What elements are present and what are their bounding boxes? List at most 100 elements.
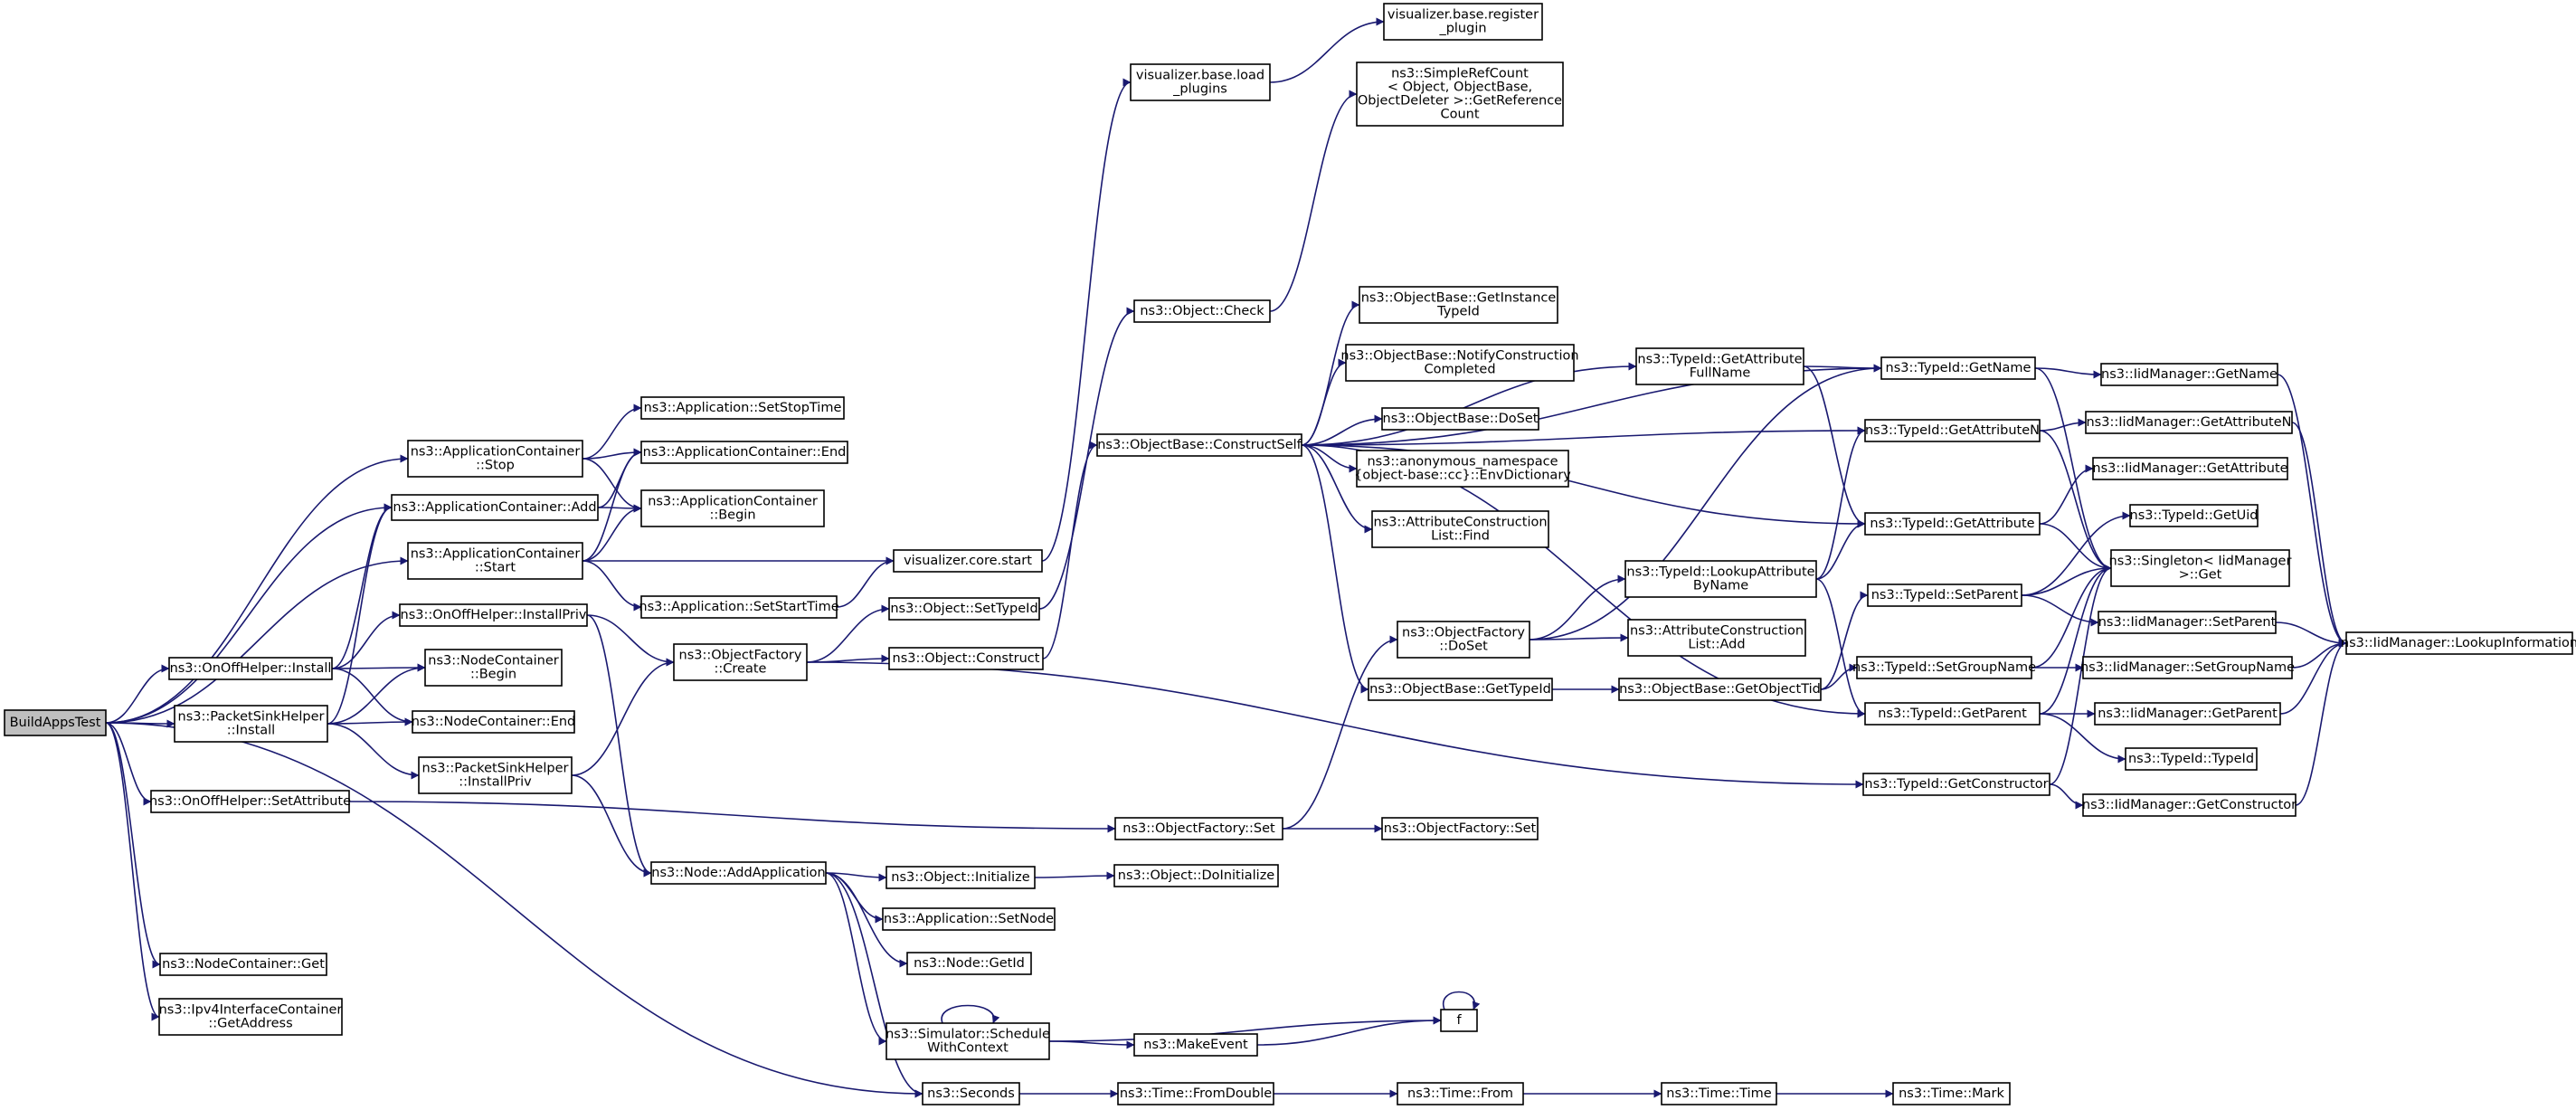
node-box — [1114, 817, 1283, 840]
node-make-event[interactable]: ns3::MakeEvent — [1133, 1033, 1258, 1057]
node-ob-doset[interactable]: ns3::ObjectBase::DoSet — [1381, 407, 1539, 431]
node-of-create[interactable]: ns3::ObjectFactory::Create — [673, 643, 808, 681]
node-psh-install[interactable]: ns3::PacketSinkHelper::Install — [174, 705, 328, 743]
node-f[interactable]: f — [1440, 1009, 1478, 1032]
node-vis-base-register[interactable]: visualizer.base.register_plugin — [1383, 3, 1543, 41]
node-vis-base-load[interactable]: visualizer.base.load_plugins — [1130, 63, 1271, 101]
node-of-set2[interactable]: ns3::ObjectFactory::Set — [1381, 817, 1539, 840]
edge-psh-installpriv-to-node-addapp — [571, 774, 652, 878]
node-nc-get[interactable]: ns3::NodeContainer::Get — [159, 953, 327, 976]
node-label: _plugins — [1172, 82, 1227, 97]
node-node-addapp[interactable]: ns3::Node::AddApplication — [650, 861, 827, 885]
node-obj-initialize[interactable]: ns3::Object::Initialize — [886, 866, 1036, 889]
node-tid-getattrn[interactable]: ns3::TypeId::GetAttributeN — [1864, 419, 2041, 442]
node-app-setnode[interactable]: ns3::Application::SetNode — [882, 907, 1056, 931]
node-app-setstarttime[interactable]: ns3::Application::SetStartTime — [639, 595, 839, 619]
node-time-from[interactable]: ns3::Time::From — [1397, 1082, 1524, 1105]
node-label: ns3::Application::SetNode — [884, 912, 1054, 926]
node-node-getid[interactable]: ns3::Node::GetId — [906, 952, 1032, 975]
node-iid-getname[interactable]: ns3::IidManager::GetName — [2100, 363, 2278, 386]
node-iid-getattrn[interactable]: ns3::IidManager::GetAttributeN — [2085, 411, 2293, 434]
node-tid-setgroupname[interactable]: ns3::TypeId::SetGroupName — [1852, 656, 2036, 679]
node-label: < Object, ObjectBase, — [1387, 81, 1532, 95]
node-tid-getparent[interactable]: ns3::TypeId::GetParent — [1864, 702, 2041, 726]
node-box — [1381, 817, 1539, 840]
node-iid-getparent[interactable]: ns3::IidManager::GetParent — [2094, 702, 2281, 726]
node-ac-stop[interactable]: ns3::ApplicationContainer::Stop — [407, 440, 583, 478]
node-app-setstoptime[interactable]: ns3::Application::SetStopTime — [640, 396, 845, 420]
node-onoff-installpriv[interactable]: ns3::OnOffHelper::InstallPriv — [399, 603, 588, 627]
node-label: ns3::AttributeConstruction — [1630, 624, 1804, 639]
node-onoff-install[interactable]: ns3::OnOffHelper::Install — [168, 657, 333, 680]
node-ac-end[interactable]: ns3::ApplicationContainer::End — [640, 441, 848, 464]
node-label: ns3::ObjectBase::GetInstance — [1361, 291, 1557, 306]
node-obj-settypeid[interactable]: ns3::Object::SetTypeId — [888, 597, 1040, 621]
node-obj-construct[interactable]: ns3::Object::Construct — [888, 647, 1044, 670]
node-nc-end[interactable]: ns3::NodeContainer::End — [412, 710, 576, 734]
node-ob-gettypeid[interactable]: ns3::ObjectBase::GetTypeId — [1368, 678, 1553, 701]
node-tid-getattr[interactable]: ns3::TypeId::GetAttribute — [1864, 512, 2041, 536]
node-box — [150, 790, 350, 813]
node-obj-check[interactable]: ns3::Object::Check — [1133, 299, 1271, 323]
node-label: ns3::ApplicationContainer — [648, 495, 818, 509]
node-ac-add[interactable]: ns3::ApplicationContainer::Add — [391, 494, 599, 521]
node-of-set[interactable]: ns3::ObjectFactory::Set — [1114, 817, 1283, 840]
node-tid-getname[interactable]: ns3::TypeId::GetName — [1880, 356, 2036, 380]
node-label: ns3::Time::Mark — [1899, 1086, 2004, 1101]
node-label: ::GetAddress — [208, 1017, 292, 1031]
edge-root-to-seconds — [105, 722, 923, 1098]
node-iid-lookupinfo[interactable]: ns3::IidManager::LookupInformation — [2341, 631, 2576, 655]
node-ob-constructself[interactable]: ns3::ObjectBase::ConstructSelf — [1096, 433, 1302, 457]
node-vis-core-start[interactable]: visualizer.core.start — [893, 549, 1043, 573]
node-tid-getconstructor[interactable]: ns3::TypeId::GetConstructor — [1862, 773, 2050, 796]
edge-tid-setparent-to-iid-setparent — [2021, 594, 2099, 627]
node-psh-installpriv[interactable]: ns3::PacketSinkHelper::InstallPriv — [418, 756, 573, 794]
node-iid-setparent[interactable]: ns3::IidManager::SetParent — [2098, 611, 2277, 634]
edge-obj-check-to-src-getref — [1269, 90, 1358, 312]
node-box — [2082, 793, 2297, 817]
node-singleton-get[interactable]: ns3::Singleton< IidManager>::Get — [2109, 549, 2292, 587]
node-label: ns3::ApplicationContainer — [411, 547, 581, 562]
node-ac-start[interactable]: ns3::ApplicationContainer::Start — [407, 542, 583, 580]
node-iid-getconstructor[interactable]: ns3::IidManager::GetConstructor — [2082, 793, 2297, 817]
node-root[interactable]: BuildAppsTest — [4, 709, 107, 736]
node-onoff-setattr[interactable]: ns3::OnOffHelper::SetAttribute — [149, 790, 351, 813]
node-label: visualizer.base.load — [1136, 69, 1264, 83]
node-anon-envdict[interactable]: ns3::anonymous_namespace{object-base::cc… — [1354, 450, 1571, 488]
node-ac-begin[interactable]: ns3::ApplicationContainer::Begin — [640, 489, 825, 527]
node-obj-doinit[interactable]: ns3::Object::DoInitialize — [1113, 864, 1279, 887]
node-seconds[interactable]: ns3::Seconds — [922, 1082, 1020, 1105]
node-label: ns3::IidManager::SetParent — [2098, 615, 2277, 630]
node-nc-begin[interactable]: ns3::NodeContainer::Begin — [424, 649, 563, 687]
node-time-time[interactable]: ns3::Time::Time — [1661, 1082, 1777, 1105]
node-of-doset[interactable]: ns3::ObjectFactory::DoSet — [1397, 621, 1530, 659]
node-ipv4-getaddr[interactable]: ns3::Ipv4InterfaceContainer::GetAddress — [158, 998, 343, 1036]
node-iid-getattr[interactable]: ns3::IidManager::GetAttribute — [2092, 457, 2288, 480]
node-src-getref[interactable]: ns3::SimpleRefCount< Object, ObjectBase,… — [1356, 62, 1564, 127]
node-iid-setgroupname[interactable]: ns3::IidManager::SetGroupName — [2080, 656, 2295, 679]
node-box — [886, 1022, 1050, 1060]
node-tid-getuid[interactable]: ns3::TypeId::GetUid — [2129, 504, 2259, 527]
node-label: ns3::NodeContainer — [428, 654, 558, 669]
node-tid-typeid[interactable]: ns3::TypeId::TypeId — [2125, 747, 2258, 771]
node-ob-notify[interactable]: ns3::ObjectBase::NotifyConstructionCompl… — [1340, 344, 1579, 382]
node-box — [2345, 631, 2573, 655]
edge-onoff-setattr-to-of-set — [348, 801, 1116, 833]
node-label: ObjectDeleter >::GetReference — [1358, 94, 1562, 109]
edge-tid-getname-to-iid-getname — [2034, 367, 2102, 379]
node-label: ns3::OnOffHelper::Install — [170, 661, 332, 676]
edge-ob-constructself-to-acl-find — [1301, 444, 1373, 534]
node-box — [1381, 407, 1539, 431]
node-time-mark[interactable]: ns3::Time::Mark — [1892, 1082, 2011, 1105]
node-tid-setparent[interactable]: ns3::TypeId::SetParent — [1867, 583, 2022, 607]
node-time-fromdouble[interactable]: ns3::Time::FromDouble — [1117, 1082, 1274, 1105]
edge-iid-setgroupname-to-iid-lookupinfo — [2291, 639, 2347, 669]
node-ob-getobjecttid[interactable]: ns3::ObjectBase::GetObjectTid — [1618, 678, 1822, 701]
